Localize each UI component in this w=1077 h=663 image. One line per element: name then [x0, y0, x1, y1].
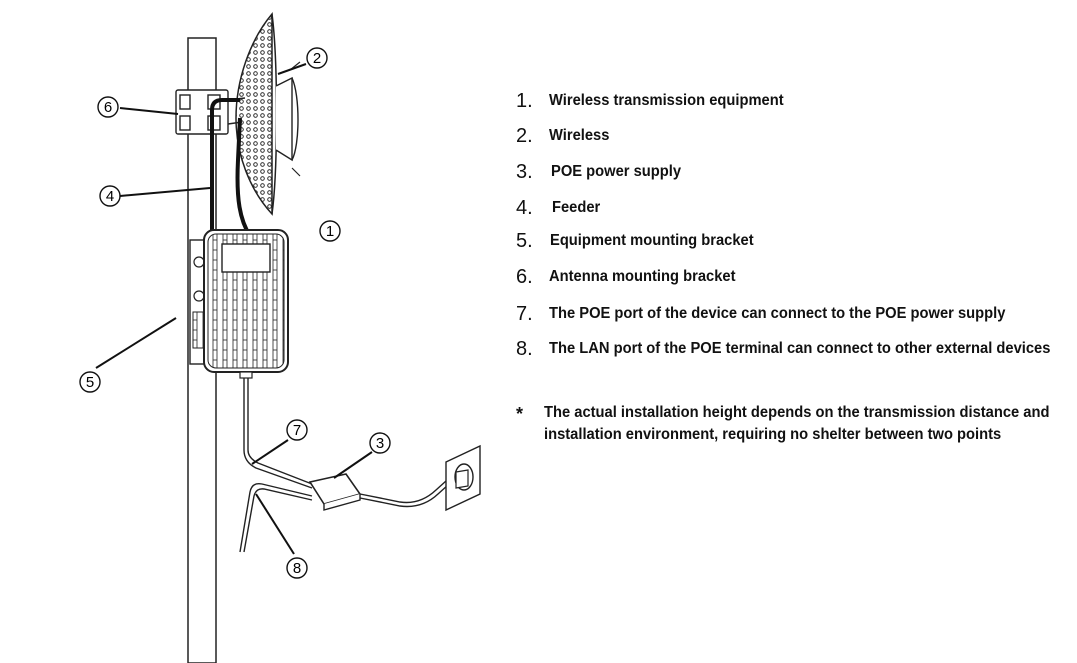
legend-number: 4.	[516, 197, 533, 219]
callout-4: 4	[99, 185, 121, 207]
leader-lines	[95, 63, 373, 555]
note-line-1: The actual installation height depends o…	[544, 404, 1050, 421]
legend-number: 1.	[516, 90, 533, 112]
legend-number: 7.	[516, 303, 533, 325]
note-line-2: installation environment, requiring no s…	[544, 426, 1002, 443]
poe-power-supply	[308, 471, 459, 511]
callout-2: 2	[306, 47, 328, 69]
svg-text:2: 2	[313, 50, 321, 67]
legend-label: Antenna mounting bracket	[549, 268, 736, 285]
legend-label: POE power supply	[551, 163, 682, 180]
note-text: The actual installation height depends o…	[544, 402, 1077, 446]
legend-label: Feeder	[552, 199, 601, 216]
note-asterisk: *	[516, 404, 524, 424]
callout-3: 3	[369, 432, 391, 454]
svg-text:4: 4	[106, 188, 114, 205]
callout-7: 7	[286, 419, 308, 441]
legend-label: Wireless	[549, 127, 610, 144]
svg-text:7: 7	[293, 422, 301, 439]
installation-diagram: 1 2 3 4 5 6 7 8	[79, 11, 481, 663]
legend-number: 8.	[516, 338, 533, 360]
callout-5: 5	[79, 371, 101, 393]
svg-text:6: 6	[104, 99, 112, 116]
callout-8: 8	[286, 557, 308, 579]
lan-cable	[239, 482, 313, 553]
legend-number: 5.	[516, 230, 533, 252]
legend-label: Equipment mounting bracket	[550, 232, 754, 249]
legend-number: 3.	[516, 161, 533, 183]
svg-text:8: 8	[293, 560, 301, 577]
legend-number: 6.	[516, 266, 533, 288]
legend-number: 2.	[516, 125, 533, 147]
legend-label: The POE port of the device can connect t…	[549, 305, 1006, 322]
callout-6: 6	[97, 96, 119, 118]
wall-socket	[445, 444, 481, 512]
callout-1: 1	[319, 220, 341, 242]
svg-text:5: 5	[86, 374, 94, 391]
svg-text:1: 1	[326, 223, 334, 240]
wireless-transmission-equipment	[189, 229, 289, 379]
legend-label: The LAN port of the POE terminal can con…	[549, 340, 1051, 357]
svg-text:3: 3	[376, 435, 384, 452]
legend-label: Wireless transmission equipment	[549, 92, 784, 109]
dish-antenna	[235, 11, 301, 216]
poe-cable	[243, 378, 313, 489]
